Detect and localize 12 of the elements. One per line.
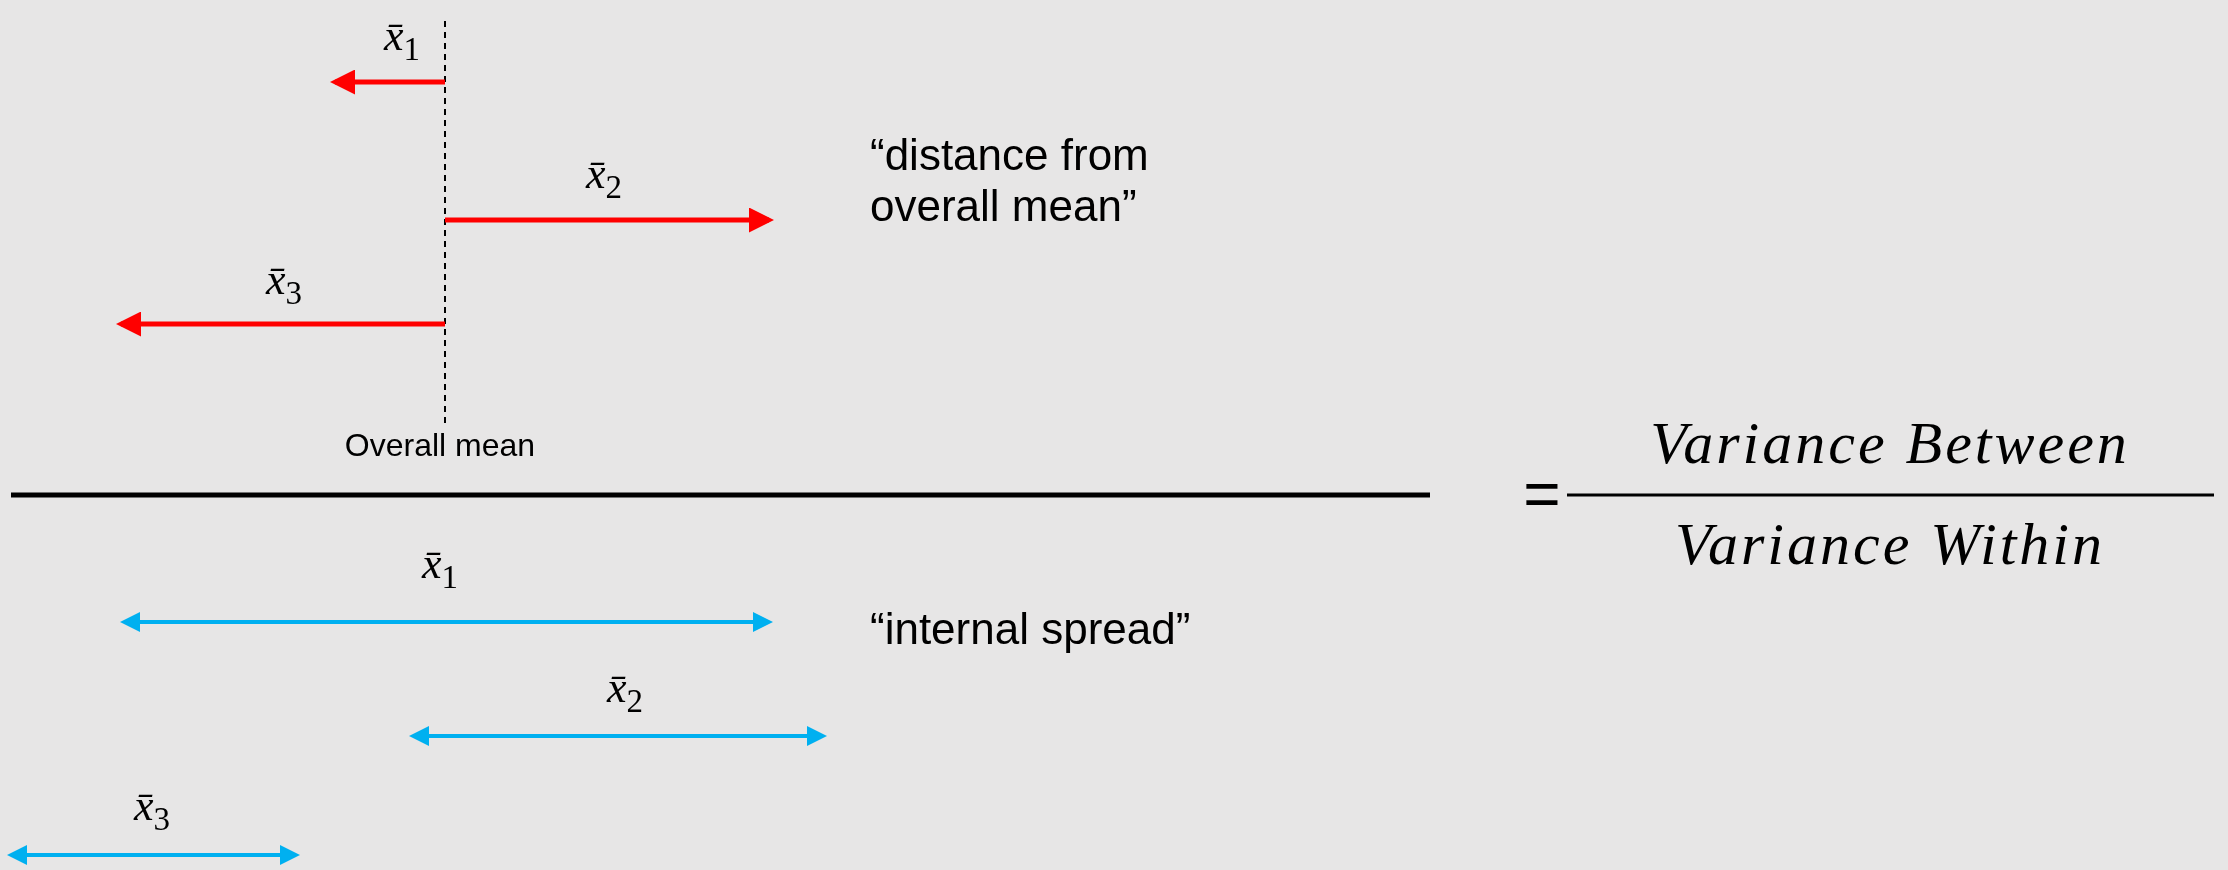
annotation-text: “internal spread”: [870, 603, 1191, 655]
math-label: x̄$_{2}$: [586, 149, 622, 207]
math-label: x̄$_{1}$: [384, 11, 420, 69]
math-label: x̄$_{3}$: [266, 255, 302, 313]
annotation-text: “distance from overall mean”: [870, 130, 1150, 232]
fraction-denominator: Variance Within: [1675, 509, 2105, 579]
equals-sign: =: [1523, 458, 1561, 532]
reference-line-label: Overall mean: [344, 426, 536, 464]
math-label: x̄$_{1}$: [422, 539, 458, 597]
math-label: x̄$_{3}$: [134, 781, 170, 839]
math-label: x̄$_{2}$: [607, 663, 643, 721]
fraction-numerator: Variance Between: [1650, 408, 2130, 478]
